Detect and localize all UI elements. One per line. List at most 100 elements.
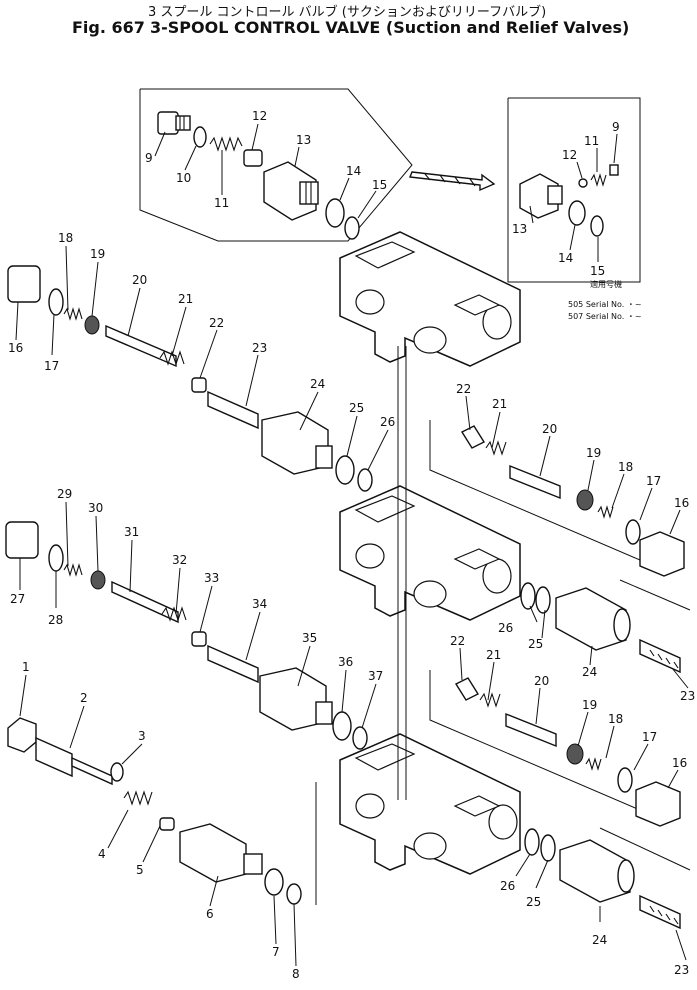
callout-labels: 9 10 11 12 13 14 15 9 11 12 13 14 15 16 … xyxy=(8,109,695,981)
right-lower-parts xyxy=(454,677,681,930)
callout-15-detail: 15 xyxy=(590,264,605,278)
callout-34: 34 xyxy=(252,597,267,611)
callout-8: 8 xyxy=(292,967,300,981)
callout-25-right-upper: 25 xyxy=(528,637,543,651)
callout-23-right-upper: 23 xyxy=(680,689,695,703)
right-lower-leaders xyxy=(459,647,687,961)
callout-20-right-lower: 20 xyxy=(534,674,549,688)
callout-19-right-upper: 19 xyxy=(586,446,601,460)
callout-2: 2 xyxy=(80,691,88,705)
callout-15-inset: 15 xyxy=(372,178,387,192)
callout-26: 26 xyxy=(380,415,395,429)
callout-11-detail: 11 xyxy=(584,134,599,148)
callout-17: 17 xyxy=(44,359,59,373)
callout-1: 1 xyxy=(22,660,30,674)
callout-14-inset: 14 xyxy=(346,164,361,178)
callout-16-right-lower: 16 xyxy=(672,756,687,770)
callout-4: 4 xyxy=(98,847,106,861)
valve-body-middle xyxy=(339,485,521,621)
row1-parts xyxy=(7,265,373,492)
callout-17-right-lower: 17 xyxy=(642,730,657,744)
callout-14-detail: 14 xyxy=(558,251,573,265)
callout-5: 5 xyxy=(136,863,144,877)
right-upper-parts xyxy=(460,425,685,674)
callout-24-right-upper: 24 xyxy=(582,665,597,679)
part-11-spring xyxy=(209,136,243,152)
valve-body-top xyxy=(339,231,521,367)
callout-19: 19 xyxy=(90,247,105,261)
right-guide-upper-b xyxy=(619,579,691,611)
callout-23-right-lower: 23 xyxy=(674,963,689,977)
title-english: 3-SPOOL CONTROL VALVE (Suction and Relie… xyxy=(150,18,629,37)
callout-21-right-upper: 21 xyxy=(492,397,507,411)
row3-leaders xyxy=(19,674,297,967)
part-15-oring xyxy=(344,216,360,240)
right-guide-lower-b xyxy=(599,827,691,871)
callout-18-right-lower: 18 xyxy=(608,712,623,726)
callout-21-right-lower: 21 xyxy=(486,648,501,662)
callout-36: 36 xyxy=(338,655,353,669)
part-12-poppet xyxy=(243,149,263,167)
callout-25: 25 xyxy=(349,401,364,415)
callout-7: 7 xyxy=(272,945,280,959)
right-detail-box xyxy=(507,97,641,283)
callout-30: 30 xyxy=(88,501,103,515)
row1-leaders xyxy=(15,245,389,471)
callout-31: 31 xyxy=(124,525,139,539)
serial-note-header: 適用号機 xyxy=(590,279,622,289)
valve-body-bottom xyxy=(339,733,521,875)
callout-20: 20 xyxy=(132,273,147,287)
callout-18: 18 xyxy=(58,231,73,245)
callout-10: 10 xyxy=(176,171,191,185)
callout-32: 32 xyxy=(172,553,187,567)
right-guide-lower xyxy=(429,670,641,811)
callout-13-detail: 13 xyxy=(512,222,527,236)
inset-box-outline xyxy=(139,88,413,242)
callout-27: 27 xyxy=(10,592,25,606)
callout-21: 21 xyxy=(178,292,193,306)
figure-number: Fig. 667 xyxy=(72,18,145,37)
callout-22-right-lower: 22 xyxy=(450,634,465,648)
row3-parts xyxy=(7,717,302,905)
callout-12-detail: 12 xyxy=(562,148,577,162)
serial-note-line1: 505 Serial No. ・~ xyxy=(568,300,642,309)
callout-16-right-upper: 16 xyxy=(674,496,689,510)
callout-17-right-upper: 17 xyxy=(646,474,661,488)
callout-20-right-upper: 20 xyxy=(542,422,557,436)
callout-19-right-lower: 19 xyxy=(582,698,597,712)
callout-28: 28 xyxy=(48,613,63,627)
title-japanese: 3 スプール コントロール バルブ (サクションおよびリリーフバルブ) xyxy=(148,4,546,20)
row2-leaders xyxy=(19,501,377,729)
callout-26-right-lower: 26 xyxy=(500,879,515,893)
part-9-plug xyxy=(157,111,191,135)
part-13-sleeve xyxy=(263,161,319,221)
right-upper-leaders xyxy=(465,395,689,689)
callout-24: 24 xyxy=(310,377,325,391)
part-10-oring xyxy=(193,126,207,148)
callout-22: 22 xyxy=(209,316,224,330)
serial-note-line2: 507 Serial No. ・~ xyxy=(568,312,642,321)
callout-11-inset: 11 xyxy=(214,196,229,210)
callout-33: 33 xyxy=(204,571,219,585)
callout-12-inset: 12 xyxy=(252,109,267,123)
detail-plug-assembly xyxy=(519,164,619,237)
right-guide-upper xyxy=(429,420,641,561)
callout-24-right-lower: 24 xyxy=(592,933,607,947)
callout-25-right-lower: 25 xyxy=(526,895,541,909)
callout-18-right-upper: 18 xyxy=(618,460,633,474)
callout-9-inset: 9 xyxy=(145,151,153,165)
callout-22-right-upper: 22 xyxy=(456,382,471,396)
callout-35: 35 xyxy=(302,631,317,645)
callout-3: 3 xyxy=(138,729,146,743)
callout-23: 23 xyxy=(252,341,267,355)
callout-9-detail: 9 xyxy=(612,120,620,134)
part-14-oring xyxy=(325,198,345,228)
detail-arrow xyxy=(409,171,496,192)
callout-26-right-upper: 26 xyxy=(498,621,513,635)
callout-37: 37 xyxy=(368,669,383,683)
detail-leaders xyxy=(529,133,618,262)
callout-29: 29 xyxy=(57,487,72,501)
inset-leaders xyxy=(154,123,377,219)
callout-13-inset: 13 xyxy=(296,133,311,147)
